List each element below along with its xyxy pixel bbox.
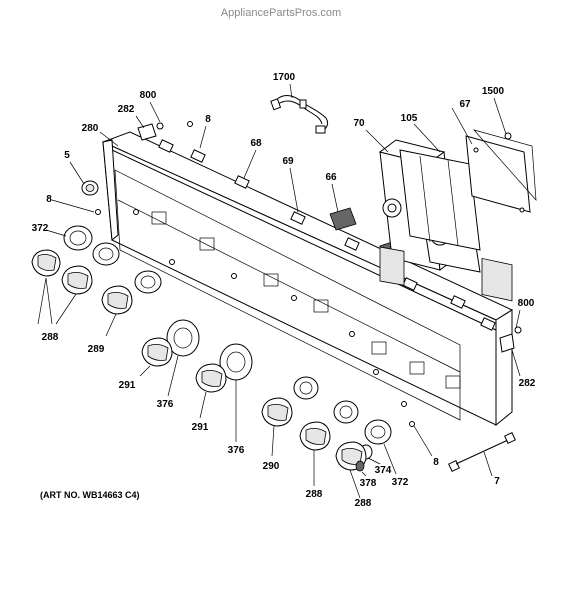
knob-288-left-b[interactable]	[61, 265, 93, 295]
bezel-left-top[interactable]	[63, 225, 93, 251]
callout-288-mid: 288	[306, 489, 323, 500]
callout-800-right: 800	[518, 298, 535, 309]
callout-8-top: 8	[205, 114, 211, 125]
leader-lines	[37, 83, 521, 499]
callout-290: 290	[263, 461, 280, 472]
callout-8-left: 8	[46, 194, 52, 205]
callout-105: 105	[401, 113, 418, 124]
watermark-text: AppliancePartsPros.com	[221, 7, 341, 19]
knob-291-b[interactable]	[195, 363, 227, 393]
end-bracket-right[interactable]	[499, 326, 522, 353]
callout-291-b: 291	[192, 422, 209, 433]
panel-clips	[158, 139, 496, 331]
harness-7[interactable]	[448, 432, 516, 472]
bezel-289[interactable]	[134, 270, 162, 294]
callout-8-right: 8	[433, 457, 439, 468]
callouts: 1700 1500 800 282 8 280 5 68 70 67 105 6…	[32, 72, 536, 509]
spark-module[interactable]	[329, 207, 357, 231]
callout-372-right: 372	[392, 477, 409, 488]
callout-376-a: 376	[157, 399, 174, 410]
callout-70: 70	[353, 118, 365, 129]
end-bracket-left[interactable]	[137, 122, 164, 141]
callout-5: 5	[64, 150, 70, 161]
callout-282-right: 282	[519, 378, 536, 389]
art-number: (ART NO. WB14663 C4)	[40, 490, 140, 500]
bezel-left-mid[interactable]	[92, 242, 120, 266]
wire-harness[interactable]	[270, 95, 329, 134]
callout-376-b: 376	[228, 445, 245, 456]
callout-280: 280	[82, 123, 99, 134]
bezel-290[interactable]	[293, 376, 319, 400]
callout-289: 289	[88, 344, 105, 355]
panel-back-plate	[114, 169, 461, 421]
callout-66: 66	[325, 172, 337, 183]
knob-289[interactable]	[101, 285, 133, 315]
knob-288-left-a[interactable]	[31, 249, 61, 277]
callout-378: 378	[360, 478, 377, 489]
callout-1700: 1700	[273, 72, 296, 83]
callout-282-top: 282	[118, 104, 135, 115]
bracket-1500[interactable]	[472, 129, 537, 202]
callout-69: 69	[282, 156, 294, 167]
callout-288-bottom: 288	[355, 498, 372, 509]
callout-372-left: 372	[32, 223, 49, 234]
callout-1500: 1500	[482, 86, 505, 97]
end-cap-5[interactable]	[81, 180, 99, 196]
callout-288-left: 288	[42, 332, 59, 343]
callout-7: 7	[494, 476, 500, 487]
bezel-372-right[interactable]	[364, 419, 392, 445]
rear-cover-105[interactable]	[399, 149, 481, 251]
spring-378[interactable]	[355, 460, 365, 472]
bezel-288-mid[interactable]	[333, 400, 359, 424]
screws	[95, 121, 415, 427]
knob-290[interactable]	[261, 397, 293, 427]
callout-67: 67	[459, 99, 471, 110]
callout-800-top: 800	[140, 90, 157, 101]
callout-68: 68	[250, 138, 262, 149]
knob-291-a[interactable]	[141, 337, 173, 367]
callout-374: 374	[375, 465, 392, 476]
valve-clips	[151, 211, 461, 389]
circuit-board-67[interactable]	[465, 135, 531, 302]
callout-291-a: 291	[119, 380, 136, 391]
bezel-376-a[interactable]	[166, 319, 200, 357]
knob-288-mid[interactable]	[299, 421, 331, 451]
